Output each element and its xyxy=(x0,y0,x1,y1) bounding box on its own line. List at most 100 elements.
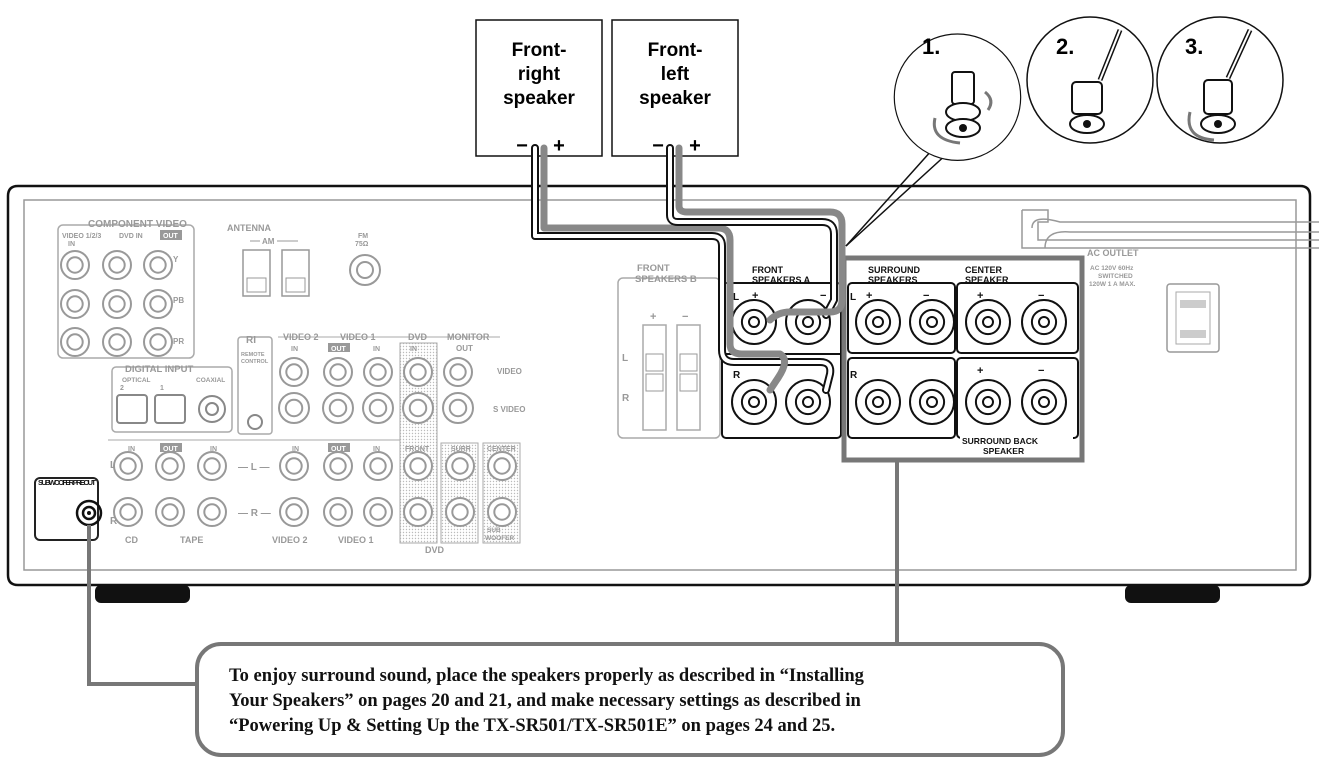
svg-text:IN: IN xyxy=(210,446,217,453)
remote-control-jack[interactable] xyxy=(247,414,263,430)
speaker-binding-post[interactable] xyxy=(1021,299,1067,345)
ac-outlet-socket[interactable] xyxy=(1166,283,1220,353)
component-video-jack[interactable] xyxy=(102,327,132,357)
audio-jack-r[interactable] xyxy=(155,497,185,527)
speaker-binding-post[interactable] xyxy=(785,379,831,425)
svg-text:SUB: SUB xyxy=(487,527,501,534)
component-video-jack[interactable] xyxy=(143,250,173,280)
speaker-binding-post[interactable] xyxy=(909,379,955,425)
digital-input-section: DIGITAL INPUT OPTICAL 2 1 COAXIAL xyxy=(111,364,233,433)
component-video-jack[interactable] xyxy=(60,250,90,280)
s-video-jack[interactable] xyxy=(278,392,310,424)
s-video-jack[interactable] xyxy=(442,392,474,424)
s-video-jack-core xyxy=(368,398,388,418)
component-video-jack[interactable] xyxy=(102,250,132,280)
remote-control-section: RI REMOTE CONTROL xyxy=(237,335,273,435)
speaker-binding-post[interactable] xyxy=(965,299,1011,345)
svg-text:−: − xyxy=(1038,365,1044,377)
speaker-binding-post-core xyxy=(864,308,892,336)
svg-text:VIDEO 1/2/3: VIDEO 1/2/3 xyxy=(62,233,101,240)
audio-jack-r[interactable] xyxy=(197,497,227,527)
svg-text:VIDEO 1: VIDEO 1 xyxy=(340,332,376,342)
fm-antenna-jack[interactable] xyxy=(349,254,381,286)
component-video-section: COMPONENT VIDEO VIDEO 1/2/3 IN DVD IN OU… xyxy=(57,219,195,359)
speaker-binding-post[interactable] xyxy=(855,379,901,425)
component-video-jack[interactable] xyxy=(102,289,132,319)
audio-jack-r[interactable] xyxy=(445,497,475,527)
component-video-label: COMPONENT VIDEO xyxy=(88,219,187,230)
speaker-binding-post-core xyxy=(974,388,1002,416)
audio-jack-l-core xyxy=(329,457,347,475)
svg-text:SPEAKERS A: SPEAKERS A xyxy=(752,275,811,285)
svg-text:+: + xyxy=(977,290,983,302)
component-video-jack[interactable] xyxy=(60,289,90,319)
svg-text:VIDEO 1: VIDEO 1 xyxy=(338,535,374,545)
video-jack[interactable] xyxy=(443,357,473,387)
svg-text:IN: IN xyxy=(68,241,75,248)
speaker-binding-post[interactable] xyxy=(909,299,955,345)
audio-jack-l[interactable] xyxy=(323,451,353,481)
av-rca-jacks[interactable] xyxy=(113,357,517,527)
component-video-jack-core xyxy=(149,256,167,274)
svg-text:SURROUND: SURROUND xyxy=(868,265,921,275)
component-video-jack-core xyxy=(108,256,126,274)
optical-input-1[interactable] xyxy=(154,394,186,424)
component-video-jack-core xyxy=(66,256,84,274)
audio-jack-r[interactable] xyxy=(487,497,517,527)
audio-jack-l[interactable] xyxy=(487,451,517,481)
audio-jack-l[interactable] xyxy=(113,451,143,481)
audio-jack-r-core xyxy=(161,503,179,521)
audio-jack-r[interactable] xyxy=(279,497,309,527)
audio-jack-r[interactable] xyxy=(403,497,433,527)
audio-jack-l[interactable] xyxy=(155,451,185,481)
svg-text:AC OUTLET: AC OUTLET xyxy=(1087,248,1139,258)
speaker-binding-post-core xyxy=(864,388,892,416)
svg-text:DIGITAL INPUT: DIGITAL INPUT xyxy=(125,364,193,375)
binding-post-center xyxy=(802,396,814,408)
audio-jack-l[interactable] xyxy=(445,451,475,481)
svg-text:1: 1 xyxy=(160,385,164,392)
svg-text:SPEAKER: SPEAKER xyxy=(965,275,1009,285)
svg-text:L: L xyxy=(622,353,628,364)
audio-jack-l[interactable] xyxy=(279,451,309,481)
video-jack[interactable] xyxy=(403,357,433,387)
audio-jack-l[interactable] xyxy=(403,451,433,481)
coaxial-input[interactable] xyxy=(198,395,226,423)
audio-jack-r[interactable] xyxy=(363,497,393,527)
svg-text:DVD: DVD xyxy=(425,545,445,555)
audio-jack-r[interactable] xyxy=(113,497,143,527)
svg-text:IN: IN xyxy=(373,346,380,353)
audio-jack-r[interactable] xyxy=(323,497,353,527)
svg-text:+: + xyxy=(650,311,656,323)
component-video-jacks[interactable] xyxy=(60,250,173,357)
video-jack[interactable] xyxy=(323,357,353,387)
am-terminal-1[interactable] xyxy=(242,249,271,297)
video-jack[interactable] xyxy=(363,357,393,387)
component-video-jack[interactable] xyxy=(60,327,90,357)
svg-text:AC 120V 60Hz: AC 120V 60Hz xyxy=(1090,265,1134,272)
optical-input-2[interactable] xyxy=(116,394,148,424)
video-jack[interactable] xyxy=(279,357,309,387)
speaker-binding-post[interactable] xyxy=(731,379,777,425)
s-video-jack-core xyxy=(408,398,428,418)
component-video-jack[interactable] xyxy=(143,327,173,357)
binding-post-center xyxy=(1038,396,1050,408)
audio-jack-r-core xyxy=(451,503,469,521)
svg-text:1.: 1. xyxy=(922,34,940,59)
speaker-binding-post[interactable] xyxy=(1021,379,1067,425)
s-video-jack[interactable] xyxy=(402,392,434,424)
speaker-binding-post[interactable] xyxy=(965,379,1011,425)
audio-jack-l[interactable] xyxy=(363,451,393,481)
speaker-binding-post[interactable] xyxy=(785,299,831,345)
component-video-jack[interactable] xyxy=(143,289,173,319)
speaker-binding-post[interactable] xyxy=(855,299,901,345)
speaker-binding-post-core xyxy=(1030,388,1058,416)
audio-jack-l-core xyxy=(409,457,427,475)
s-video-jack[interactable] xyxy=(362,392,394,424)
svg-text:— R —: — R — xyxy=(238,508,271,519)
svg-text:−: − xyxy=(923,290,929,302)
binding-post-center xyxy=(1038,316,1050,328)
s-video-jack[interactable] xyxy=(322,392,354,424)
am-terminal-2[interactable] xyxy=(281,249,310,297)
audio-jack-l[interactable] xyxy=(197,451,227,481)
